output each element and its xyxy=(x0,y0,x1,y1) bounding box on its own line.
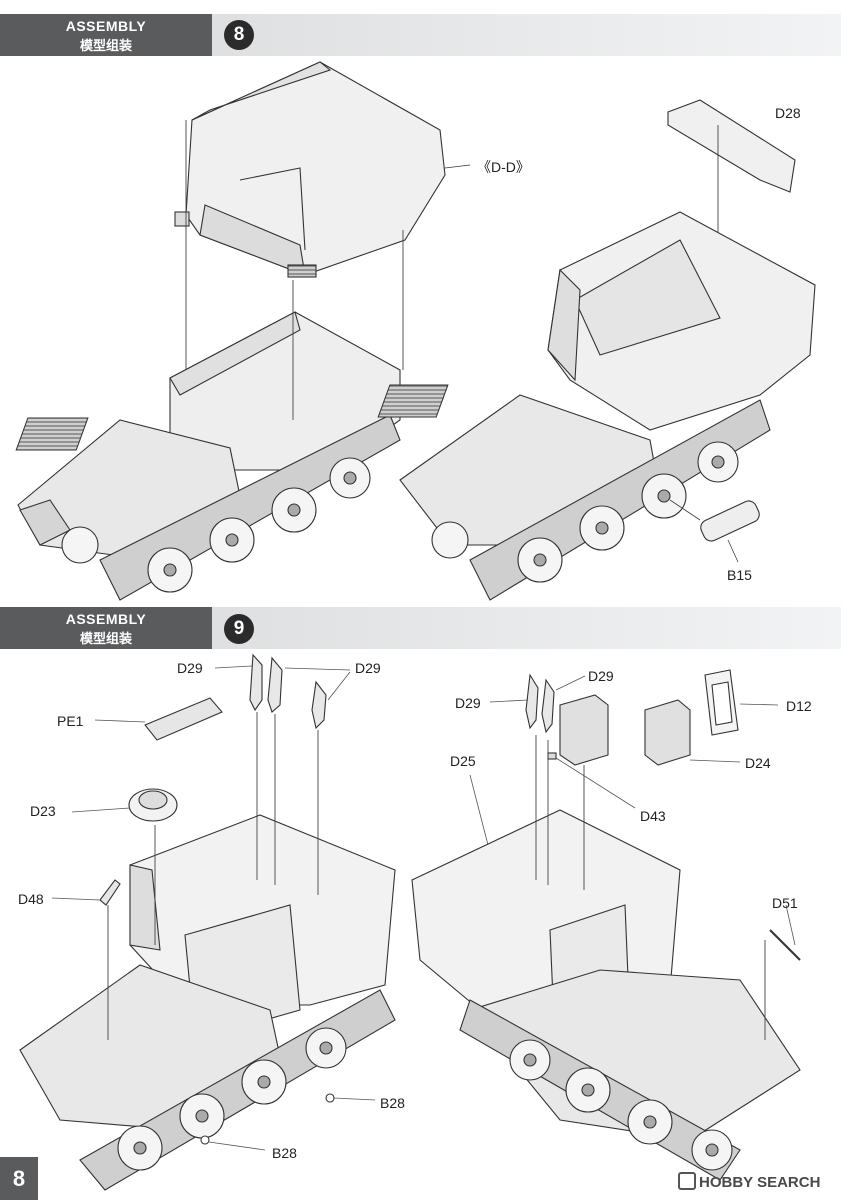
callout-d51: D51 xyxy=(772,895,798,911)
step-8-number-badge: 8 xyxy=(224,20,254,50)
callout-d23: D23 xyxy=(30,803,56,819)
callout-d29-a: D29 xyxy=(177,660,203,676)
step-9-right-vehicle xyxy=(411,669,801,1181)
watermark: HOBBY SEARCH xyxy=(678,1172,820,1191)
callout-d29-c: D29 xyxy=(455,695,481,711)
callout-b15: B15 xyxy=(727,567,752,583)
hobby-search-logo-icon xyxy=(678,1172,696,1190)
step-8-title-tab: ASSEMBLY 模型组装 xyxy=(0,14,212,56)
callout-dd: 《D-D》 xyxy=(477,159,530,175)
callout-d29-b: D29 xyxy=(355,660,381,676)
step-8-left-vehicle xyxy=(15,61,446,601)
step-8-title-zh: 模型组装 xyxy=(79,38,132,53)
callout-b28-a: B28 xyxy=(380,1095,405,1111)
callout-d28: D28 xyxy=(775,105,801,121)
callout-d29-d: D29 xyxy=(588,668,614,684)
callout-d12: D12 xyxy=(786,698,812,714)
callout-d43: D43 xyxy=(640,808,666,824)
callout-b28-b: B28 xyxy=(272,1145,297,1161)
callout-pe1: PE1 xyxy=(57,713,84,729)
step-8-right-vehicle xyxy=(377,99,816,601)
page-number: 8 xyxy=(0,1157,38,1200)
callout-d48: D48 xyxy=(18,891,44,907)
step-9-title-en: ASSEMBLY xyxy=(65,611,147,627)
step-9-left-vehicle xyxy=(19,653,396,1191)
step-9-title-zh: 模型组装 xyxy=(79,631,132,646)
callout-d25: D25 xyxy=(450,753,476,769)
step-9-title-tab: ASSEMBLY 模型组装 xyxy=(0,607,212,649)
step-9-number-badge: 9 xyxy=(224,614,254,644)
step-8-title-en: ASSEMBLY xyxy=(65,18,147,34)
watermark-text: HOBBY SEARCH xyxy=(699,1174,821,1191)
callout-d24: D24 xyxy=(745,755,771,771)
